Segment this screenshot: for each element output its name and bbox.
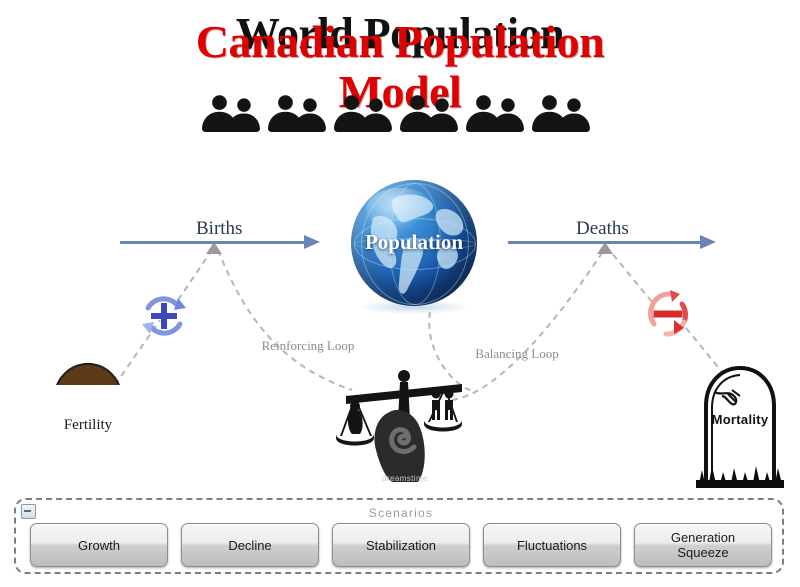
- person-pair: [532, 88, 598, 132]
- person-icon: [558, 98, 590, 132]
- scenario-button-fluctuations[interactable]: Fluctuations: [483, 523, 621, 567]
- person-pair: [268, 88, 334, 132]
- collapse-minus-icon[interactable]: [21, 504, 36, 519]
- circular-arrows-minus-icon: [640, 286, 696, 342]
- loop-label-balancing: Balancing Loop: [475, 346, 559, 361]
- globe-icon: Population: [347, 180, 481, 314]
- tombstone-icon: [696, 365, 784, 488]
- scenario-button-stabilization[interactable]: Stabilization: [332, 523, 470, 567]
- mortality-sink: Mortality: [692, 362, 788, 488]
- person-pair: [466, 88, 532, 132]
- person-icon: [426, 98, 458, 132]
- arrow-right-icon-births: [120, 235, 320, 249]
- person-icon: [228, 98, 260, 132]
- image-watermark: dreamstime: [382, 474, 428, 483]
- arrow-right-icon-deaths: [508, 235, 716, 249]
- baby-head-icon: [54, 363, 122, 385]
- population-model-diagram: Births Deaths Population: [0, 150, 800, 490]
- fertility-source: Fertility: [28, 355, 148, 445]
- hand-holding-scales-icon: dreamstime: [330, 362, 480, 492]
- fertility-label: Fertility: [63, 417, 113, 433]
- people-crowd-silhouette-icon: [200, 86, 600, 132]
- person-pair: [334, 88, 400, 132]
- circular-arrows-plus-icon: [136, 288, 192, 344]
- title-overlay-black: World Population: [235, 9, 565, 58]
- scenario-button-decline[interactable]: Decline: [181, 523, 319, 567]
- scenario-button-generation-squeeze[interactable]: Generation Squeeze: [634, 523, 772, 567]
- flow-label-births: Births: [196, 218, 243, 239]
- person-pair: [400, 88, 466, 132]
- scenario-button-group: Growth Decline Stabilization Fluctuation…: [30, 522, 772, 568]
- person-pair: [202, 88, 268, 132]
- scenario-button-growth[interactable]: Growth: [30, 523, 168, 567]
- scenarios-panel: Scenarios Growth Decline Stabilization F…: [14, 498, 784, 574]
- causal-loop-lines: [114, 242, 723, 401]
- scenarios-panel-title: Scenarios: [368, 506, 434, 520]
- page-title-line-1: Canadian Population: [195, 16, 605, 67]
- title-block: World Population Canadian Population Mod…: [0, 0, 800, 120]
- loop-label-reinforcing: Reinforcing Loop: [261, 338, 355, 353]
- mortality-label: Mortality: [711, 412, 769, 427]
- person-icon: [294, 98, 326, 132]
- person-icon: [492, 98, 524, 132]
- flow-label-deaths: Deaths: [576, 218, 629, 239]
- population-node-label: Population: [364, 230, 464, 254]
- person-icon: [360, 98, 392, 132]
